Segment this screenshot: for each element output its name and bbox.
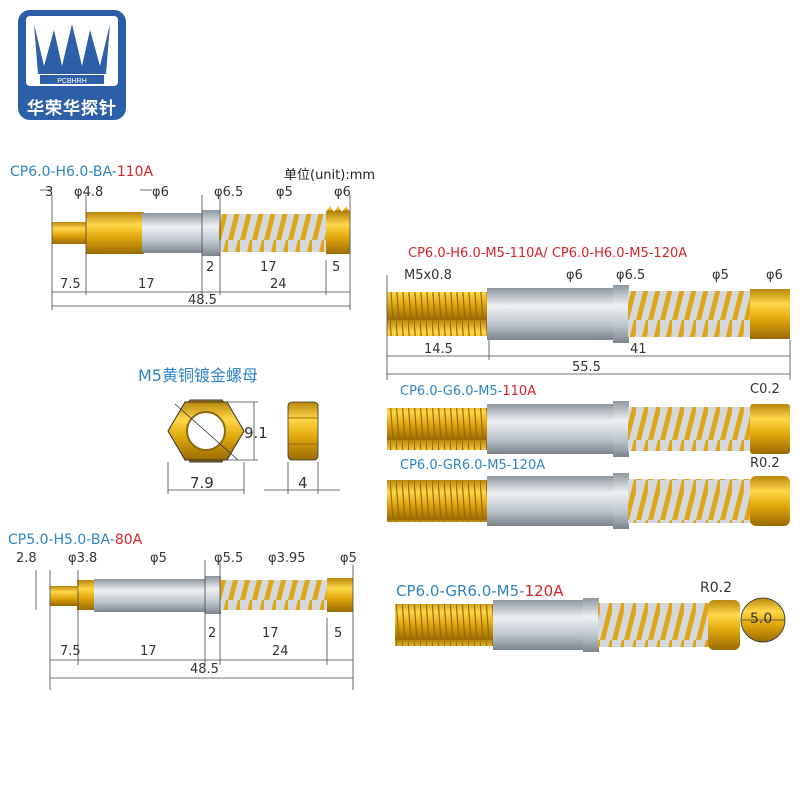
probe-5-drawing [387,473,790,529]
probe-6-drawing [395,597,786,652]
probe-3-barrel [487,288,615,340]
probe-2-dim-2: 2 [208,626,217,641]
probe-2-dim-5: 5 [334,626,343,641]
logo-mark-text: PCBHRH [57,78,87,85]
probe-6-dim-radius: R0.2 [700,580,732,596]
probe-1-dim-crown-dia: φ6 [334,185,351,200]
probe-4-drawing [387,401,790,457]
probe-1-barrel [142,213,204,253]
unit-note: 单位(unit):mm [284,168,376,183]
probe-3-dim-barrel-dia: φ6 [566,268,583,283]
company-name: 华荣华探针 [27,99,117,119]
probe-2-tip [50,586,78,606]
probe-2-dim-7-5: 7.5 [60,644,81,659]
probe-2-spring [220,580,328,610]
probe-1-dim-tip-dia: φ4.8 [74,185,104,200]
probe-2-dim-tip-dia: φ3.8 [68,551,98,566]
probe-2-dim-crown-dia: φ5 [340,551,357,566]
probe-3-drawing [386,275,791,380]
nut-dim-width: 7.9 [190,474,214,492]
probe-1-dim-24: 24 [270,277,287,292]
probe-3-dim-ring-dia: φ6.5 [616,268,646,283]
probe-1-drawing [40,189,351,310]
probe-2-ring [205,576,221,614]
probe-1-dim-barrel-dia: φ6 [152,185,169,200]
probe-1-dim-tip-length: 3 [45,185,54,200]
probe-2-drawing [35,560,354,690]
probe-2-dim-total: 48.5 [190,662,219,677]
probe-3-dim-spring-dia: φ5 [712,268,729,283]
probe-1-dim-spring-dia: φ5 [276,185,293,200]
probe-6-dim-diameter: 5.0 [750,611,773,627]
probe-6-code: CP6.0-GR6.0-M5-120A [396,582,564,600]
probe-2-barrel [94,579,206,612]
probe-5-dim-radius: R0.2 [750,456,780,471]
probe-1-dim-17a: 17 [138,277,155,292]
crown-icon: PCBHRH [34,24,110,85]
probe-2-dim-spring-dia: φ3.95 [268,551,306,566]
probe-3-dim-thread: M5x0.8 [404,268,452,283]
probe-1-ring [202,210,220,256]
probe-3-ring [613,285,629,343]
probe-5-code: CP6.0-GR6.0-M5-120A [400,458,546,473]
probe-4-code: CP6.0-G6.0-M5-110A [400,384,537,399]
probe-1-dim-5: 5 [332,260,341,275]
probe-2-dim-24: 24 [272,644,289,659]
probe-2-dim-barrel-dia: φ5 [150,551,167,566]
probe-1-spring [219,214,327,252]
probe-1-dim-total: 48.5 [188,293,217,308]
probe-1-crown [326,212,350,254]
probe-1-dim-ring-dia: φ6.5 [214,185,244,200]
probe-3-code: CP6.0-H6.0-M5-110A/ CP6.0-H6.0-M5-120A [408,246,688,261]
probe-2-dim-17a: 17 [140,644,157,659]
probe-3-dim-total: 55.5 [572,360,601,375]
probe-2-crown [327,578,353,612]
probe-1-dim-17b: 17 [260,260,277,275]
probe-3-dim-41: 41 [630,342,647,357]
probe-1-collar [86,212,144,254]
probe-3-dim-crown-dia: φ6 [766,268,783,283]
probe-2-dim-ring-dia: φ5.5 [214,551,244,566]
probe-3-crown [750,289,790,339]
probe-2-collar [77,580,95,610]
probe-2-code: CP5.0-H5.0-BA-80A [8,532,143,548]
probe-1-dim-7-5: 7.5 [60,277,81,292]
probe-4-dim-chamfer: C0.2 [750,382,780,397]
probe-3-spring [628,291,752,337]
nut-dim-height: 9.1 [244,424,268,442]
nut-dim-thickness: 4 [298,474,308,492]
probe-1-code: CP6.0-H6.0-BA-110A [10,164,154,180]
probe-1-tip [52,222,87,244]
probe-2-dim-17b: 17 [262,626,279,641]
probe-3-dim-14-5: 14.5 [424,342,453,357]
logo-crown-mark: PCBHRH [26,16,118,86]
probe-2-dim-tip-length: 2.8 [16,551,37,566]
probe-1-dim-2: 2 [206,260,215,275]
company-logo: PCBHRH 华荣华探针 [18,10,126,120]
probe-3-thread [387,292,489,336]
nut-title: M5黄铜镀金螺母 [138,366,258,385]
nut-drawing [167,399,340,494]
